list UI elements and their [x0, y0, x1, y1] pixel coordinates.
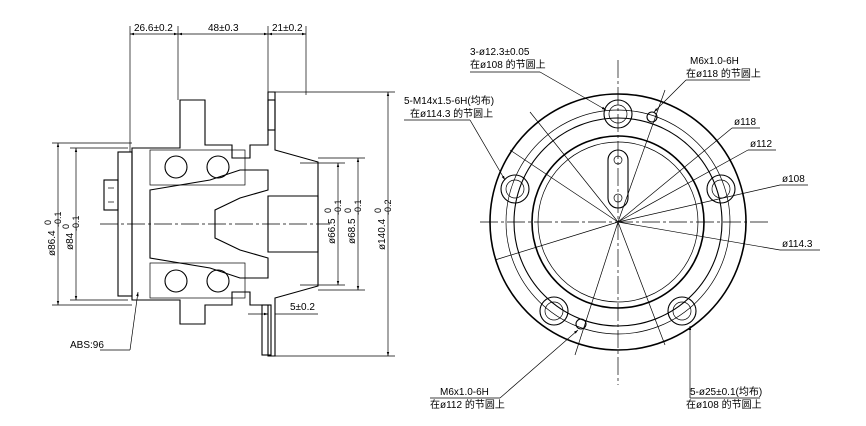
outer-ring: [131, 91, 319, 357]
svg-text:ø68.5: ø68.5: [347, 218, 358, 244]
callout-m6-top-line2: 在ø118 的节圆上: [686, 67, 761, 80]
upper-ball-left: [164, 155, 188, 179]
m6-hole-top: [646, 111, 658, 123]
dia-112-label: ø112: [750, 139, 772, 150]
lower-bearing-cavity: [149, 262, 246, 299]
upper-ball-right: [206, 155, 230, 179]
abs-sensor-tab: [103, 179, 119, 211]
callout-holes-line1: 3-ø12.3±0.05: [470, 47, 530, 58]
dia-114-label: ø114.3: [782, 239, 813, 250]
callout-m6-bottom-line1: M6x1.0-6H: [440, 387, 489, 398]
callout-holes-line2: 在ø108 的节圆上: [470, 58, 546, 71]
abs-seal-ring: [117, 151, 133, 297]
stud-holes: [500, 99, 736, 326]
dim-26-6: 26.6±0.2: [134, 23, 173, 34]
dia-140-label: ø140.4 0 -0.2: [373, 199, 393, 250]
svg-text:-0.1: -0.1: [333, 199, 343, 215]
dim-48: 48±0.3: [208, 23, 239, 34]
svg-text:-0.2: -0.2: [383, 199, 393, 215]
dia-66-label: ø66.5 0 -0.1: [323, 199, 343, 244]
svg-text:ø140.4: ø140.4: [377, 218, 388, 250]
front-view: [404, 60, 820, 399]
left-diameter-lines: [52, 142, 132, 306]
pitch-circle-118: [505, 109, 731, 335]
wheel-stud-top: [267, 99, 276, 131]
dim-21: 21±0.2: [272, 23, 303, 34]
inner-bore-circle: [537, 141, 699, 303]
hub-body: [149, 169, 269, 279]
upper-bearing-cavity: [149, 149, 246, 186]
svg-text:-0.1: -0.1: [71, 215, 81, 231]
svg-text:ø86.4: ø86.4: [47, 230, 58, 256]
dia-84-label: ø84 0 -0.1: [61, 215, 81, 250]
callout-pilot-line2: 在ø108 的节圆上: [686, 398, 762, 411]
outer-flange-circle: [489, 93, 747, 351]
inner-bore: [267, 195, 319, 253]
hub-pilot-circle: [513, 117, 723, 327]
dia-118-label: ø118: [734, 117, 756, 128]
top-dimension-lines: [129, 26, 307, 152]
svg-text:0: 0: [61, 224, 71, 229]
dia-68-label: ø68.5 0 -0.1: [343, 199, 363, 244]
svg-text:-0.1: -0.1: [353, 199, 363, 215]
svg-text:-0.1: -0.1: [53, 211, 63, 227]
bore-circle: [531, 135, 705, 309]
callout-m6-top-line1: M6x1.0-6H: [690, 56, 739, 67]
abs-label: ABS:96: [70, 340, 104, 351]
right-diameter-lines: [275, 91, 395, 357]
svg-text:ø66.5: ø66.5: [327, 218, 338, 244]
callout-studs-line1: 5-M14x1.5-6H(均布): [404, 95, 494, 107]
radial-leaders: [494, 89, 781, 356]
m6-hole-bottom: [575, 318, 587, 330]
dim-5: 5±0.2: [290, 302, 315, 313]
callout-m6-bottom-line2: 在ø112 的节圆上: [430, 398, 505, 411]
callout-pilot-line1: 5-ø25±0.1(均布): [690, 386, 762, 398]
center-slot: [607, 149, 629, 209]
svg-text:ø84: ø84: [65, 232, 76, 250]
side-section-view: 26.6±0.2 48±0.3 21±0.2 ø86.4 0 -0.1 ø84 …: [43, 23, 395, 357]
callout-studs-line2: 在ø114.3 的节圆上: [410, 107, 493, 120]
wheel-stud-bottom: [261, 304, 272, 356]
svg-text:0: 0: [373, 208, 383, 213]
lower-ball-right: [206, 269, 230, 293]
svg-text:0: 0: [43, 220, 53, 225]
dia-108-label: ø108: [782, 174, 805, 185]
svg-text:0: 0: [323, 208, 333, 213]
dia-86-label: ø86.4 0 -0.1: [43, 211, 63, 256]
lower-ball-left: [164, 269, 188, 293]
svg-text:0: 0: [343, 208, 353, 213]
